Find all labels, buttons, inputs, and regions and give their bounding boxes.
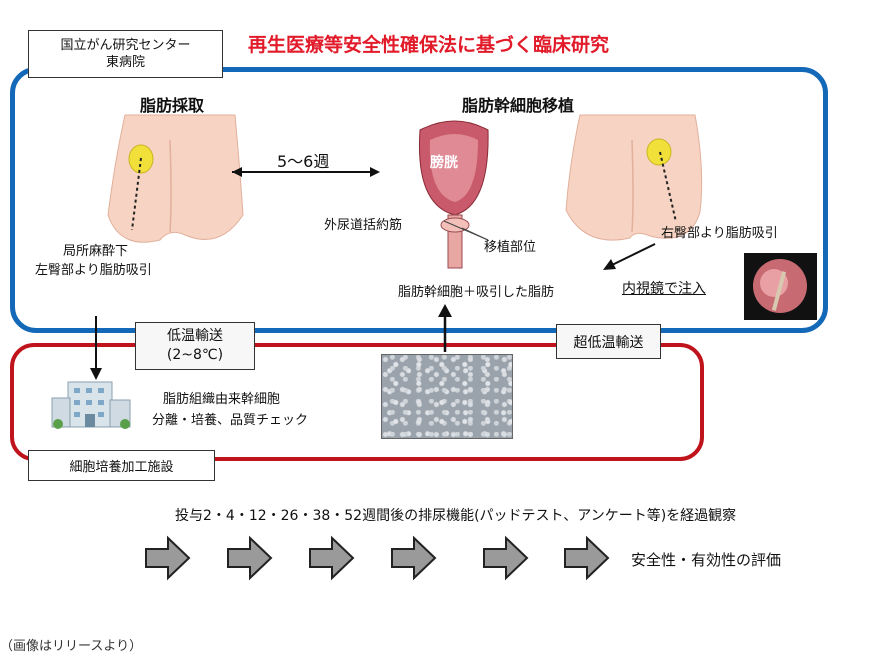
endoscope-image	[744, 253, 817, 320]
low-temp-transport-box: 低温輸送 (2~8℃)	[135, 322, 255, 370]
followup-arrow-3	[309, 535, 355, 581]
institution-line2: 東病院	[105, 55, 145, 70]
interval-arrow	[232, 167, 380, 177]
left-buttocks-illustration	[107, 114, 244, 243]
low-temp-line1: 低温輸送	[167, 328, 223, 344]
processing-line1: 脂肪組織由来幹細胞	[163, 392, 281, 407]
sphincter-label: 外尿道括約筋	[324, 218, 403, 233]
evaluation-text: 安全性・有効性の評価	[631, 551, 782, 569]
followup-arrow-6	[564, 535, 610, 581]
facility-building-icon	[51, 381, 131, 429]
institution-box: 国立がん研究センター 東病院	[28, 30, 223, 78]
followup-arrow-5	[483, 535, 529, 581]
followup-arrows	[145, 535, 610, 581]
suction-to-mixture-arrow	[603, 243, 656, 270]
clinical-site-frame	[10, 67, 828, 333]
bladder-label: 膀胱	[430, 155, 458, 171]
followup-arrow-4	[391, 535, 437, 581]
ultra-low-transport-box: 超低温輸送	[556, 324, 661, 359]
institution-line1: 国立がん研究センター	[60, 38, 191, 53]
endoscope-view-graphic	[753, 259, 807, 313]
processing-facility-frame	[10, 343, 704, 461]
transplant-heading: 脂肪幹細胞移植	[462, 96, 575, 115]
bladder-illustration	[418, 120, 489, 269]
harvest-caption-line1: 局所麻酔下	[63, 244, 129, 259]
followup-arrow-2	[227, 535, 273, 581]
low-temp-transport-arrow	[90, 316, 102, 380]
image-source-note: （画像はリリースより）	[0, 639, 143, 654]
right-suction-label: 右臀部より脂肪吸引	[661, 226, 778, 241]
cell-culture-micrograph	[381, 354, 513, 439]
ultra-low-transport-arrow	[438, 304, 452, 352]
low-temp-line2: (2~8℃)	[166, 347, 224, 363]
right-buttocks-illustration	[565, 114, 703, 241]
followup-arrow-1	[145, 535, 191, 581]
endoscope-label: 内視鏡で注入	[622, 281, 706, 297]
harvest-caption-line2: 左臀部より脂肪吸引	[35, 263, 152, 278]
followup-text: 投与2・4・12・26・38・52週間後の排尿機能(パッドテスト、アンケート等)…	[175, 508, 737, 524]
interval-label: 5〜6週	[277, 152, 330, 171]
transplant-site-label: 移植部位	[484, 240, 537, 255]
facility-label-box: 細胞培養加工施設	[28, 450, 215, 481]
harvest-heading: 脂肪採取	[140, 96, 205, 115]
mixture-label: 脂肪幹細胞＋吸引した脂肪	[398, 285, 555, 300]
processing-line2: 分離・培養、品質チェック	[152, 413, 309, 428]
diagram-title: 再生医療等安全性確保法に基づく臨床研究	[248, 34, 610, 56]
